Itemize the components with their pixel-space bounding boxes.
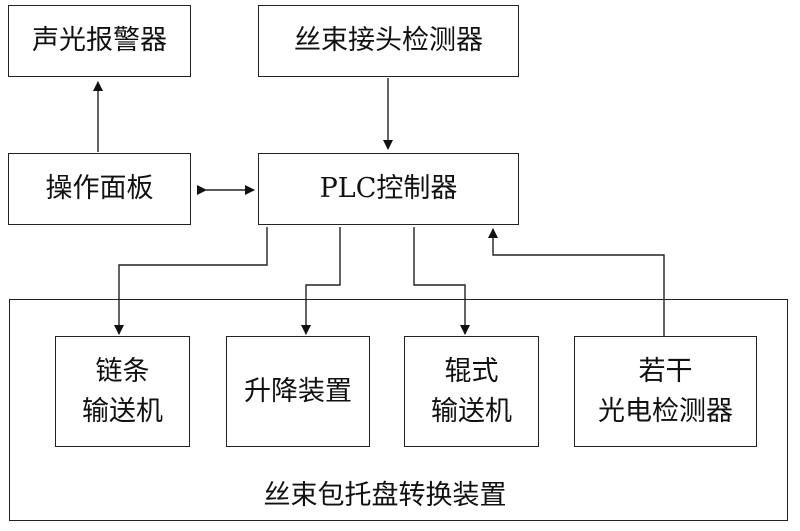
node-text: 输送机: [431, 395, 512, 427]
lifting-device-box: 升降装置: [226, 336, 370, 447]
node-text: 声光报警器: [32, 25, 167, 57]
arrow-plc-to-roller-conveyor: [413, 227, 470, 335]
node-text: 辊式: [444, 356, 499, 388]
node-text: 若干: [638, 356, 693, 388]
arrow-plc-to-lift: [301, 227, 341, 335]
node-text: 光电检测器: [598, 395, 733, 427]
node-text: 操作面板: [45, 173, 154, 205]
node-text: PLC控制器: [319, 173, 458, 205]
chain-conveyor-box: 链条 输送机: [55, 336, 190, 447]
arrow-photo-to-plc: [488, 228, 665, 336]
tray-conversion-device-group: [9, 299, 788, 521]
audible-visual-alarm-box: 声光报警器: [8, 5, 191, 77]
photoelectric-detectors-box: 若干 光电检测器: [574, 336, 757, 447]
roller-conveyor-box: 辊式 输送机: [404, 336, 539, 447]
plc-controller-box: PLC控制器: [258, 153, 519, 225]
operation-panel-box: 操作面板: [8, 153, 191, 225]
node-text: 输送机: [82, 395, 163, 427]
node-text: 丝束接头检测器: [294, 25, 483, 57]
group-label: 丝束包托盘转换装置: [263, 480, 507, 511]
node-text: 升降装置: [244, 375, 352, 407]
node-text: 链条: [95, 356, 150, 388]
tow-joint-detector-box: 丝束接头检测器: [258, 5, 519, 77]
